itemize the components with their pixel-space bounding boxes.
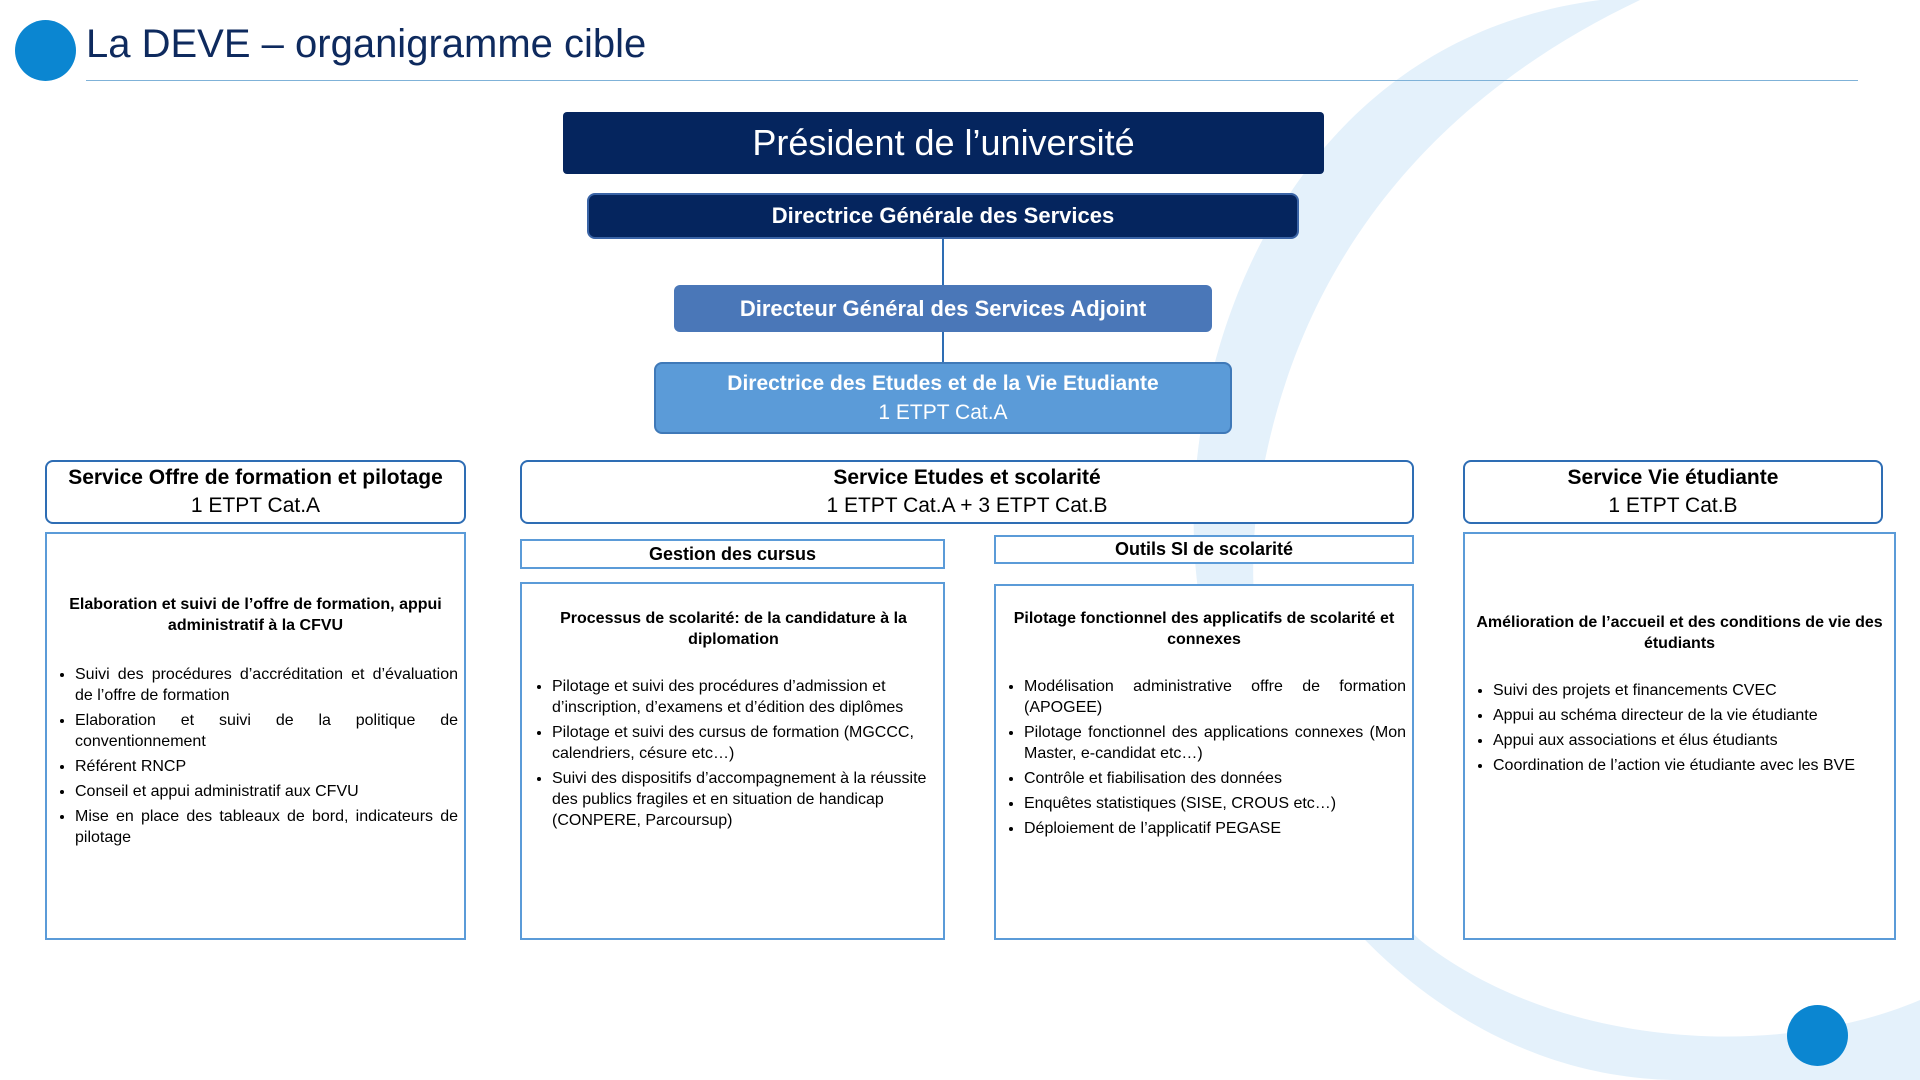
list-item: Elaboration et suivi de la politique de …: [75, 710, 458, 752]
service-etudes-staff: 1 ETPT Cat.A + 3 ETPT Cat.B: [826, 494, 1108, 517]
deve-staff: 1 ETPT Cat.A: [878, 401, 1008, 424]
list-item: Appui aux associations et élus étudiants: [1493, 730, 1888, 751]
list-item: Référent RNCP: [75, 756, 458, 777]
service-vie-etudiante-name: Service Vie étudiante: [1567, 466, 1779, 489]
subunit-gestion-cursus-header: Gestion des cursus: [520, 539, 945, 569]
service-offre-list: Suivi des procédures d’accréditation et …: [53, 664, 458, 848]
service-offre-panel: Elaboration et suivi de l’offre de forma…: [45, 532, 466, 940]
service-offre-header: Service Offre de formation et pilotage 1…: [45, 460, 466, 524]
service-vie-etudiante-staff: 1 ETPT Cat.B: [1608, 494, 1738, 517]
list-item: Enquêtes statistiques (SISE, CROUS etc…): [1024, 793, 1406, 814]
title-underline: [86, 80, 1858, 81]
list-item: Suivi des projets et financements CVEC: [1493, 680, 1888, 701]
list-item: Appui au schéma directeur de la vie étud…: [1493, 705, 1888, 726]
service-vie-etudiante-header: Service Vie étudiante 1 ETPT Cat.B: [1463, 460, 1883, 524]
service-etudes-name: Service Etudes et scolarité: [833, 466, 1101, 489]
subunit-gestion-cursus-panel: Processus de scolarité: de la candidatur…: [520, 582, 945, 940]
subunit-gestion-cursus-name: Gestion des cursus: [648, 543, 817, 564]
title-bullet-dot: [15, 20, 76, 81]
service-vie-etudiante-list: Suivi des projets et financements CVEC A…: [1471, 680, 1888, 776]
list-item: Pilotage et suivi des cursus de formatio…: [552, 722, 937, 764]
list-item: Suivi des dispositifs d’accompagnement à…: [552, 768, 937, 831]
deve-name: Directrice des Etudes et de la Vie Etudi…: [727, 372, 1159, 395]
dgs-label: Directrice Générale des Services: [771, 203, 1115, 228]
service-offre-name: Service Offre de formation et pilotage: [68, 466, 443, 489]
deve-box: Directrice des Etudes et de la Vie Etudi…: [654, 362, 1232, 434]
service-offre-panel-heading: Elaboration et suivi de l’offre de forma…: [69, 596, 442, 634]
list-item: Pilotage fonctionnel des applications co…: [1024, 722, 1406, 764]
subunit-outils-si-list: Modélisation administrative offre de for…: [1002, 676, 1406, 839]
list-item: Modélisation administrative offre de for…: [1024, 676, 1406, 718]
service-vie-etudiante-panel-heading: Amélioration de l’accueil et des conditi…: [1476, 614, 1883, 652]
page-title: La DEVE – organigramme cible: [86, 22, 647, 66]
list-item: Conseil et appui administratif aux CFVU: [75, 781, 458, 802]
list-item: Pilotage et suivi des procédures d’admis…: [552, 676, 937, 718]
dgsa-box: Directeur Général des Services Adjoint: [674, 285, 1212, 332]
dgs-box: Directrice Générale des Services: [587, 193, 1299, 239]
service-offre-staff: 1 ETPT Cat.A: [190, 494, 321, 517]
subunit-outils-si-heading: Pilotage fonctionnel des applicatifs de …: [1013, 610, 1395, 648]
list-item: Mise en place des tableaux de bord, indi…: [75, 806, 458, 848]
dgsa-label: Directeur Général des Services Adjoint: [739, 295, 1147, 321]
list-item: Déploiement de l’applicatif PEGASE: [1024, 818, 1406, 839]
list-item: Coordination de l’action vie étudiante a…: [1493, 755, 1888, 776]
subunit-gestion-cursus-list: Pilotage et suivi des procédures d’admis…: [530, 676, 937, 831]
subunit-outils-si-header: Outils SI de scolarité: [994, 535, 1414, 564]
list-item: Contrôle et fiabilisation des données: [1024, 768, 1406, 789]
corner-decoration-dot: [1787, 1005, 1848, 1066]
subunit-outils-si-name: Outils SI de scolarité: [1114, 539, 1294, 559]
subunit-outils-si-panel: Pilotage fonctionnel des applicatifs de …: [994, 584, 1414, 940]
list-item: Suivi des procédures d’accréditation et …: [75, 664, 458, 706]
president-label: Président de l’université: [752, 122, 1135, 163]
subunit-gestion-cursus-heading: Processus de scolarité: de la candidatur…: [560, 610, 907, 648]
president-box: Président de l’université: [563, 112, 1324, 174]
service-etudes-header: Service Etudes et scolarité 1 ETPT Cat.A…: [520, 460, 1414, 524]
service-vie-etudiante-panel: Amélioration de l’accueil et des conditi…: [1463, 532, 1896, 940]
